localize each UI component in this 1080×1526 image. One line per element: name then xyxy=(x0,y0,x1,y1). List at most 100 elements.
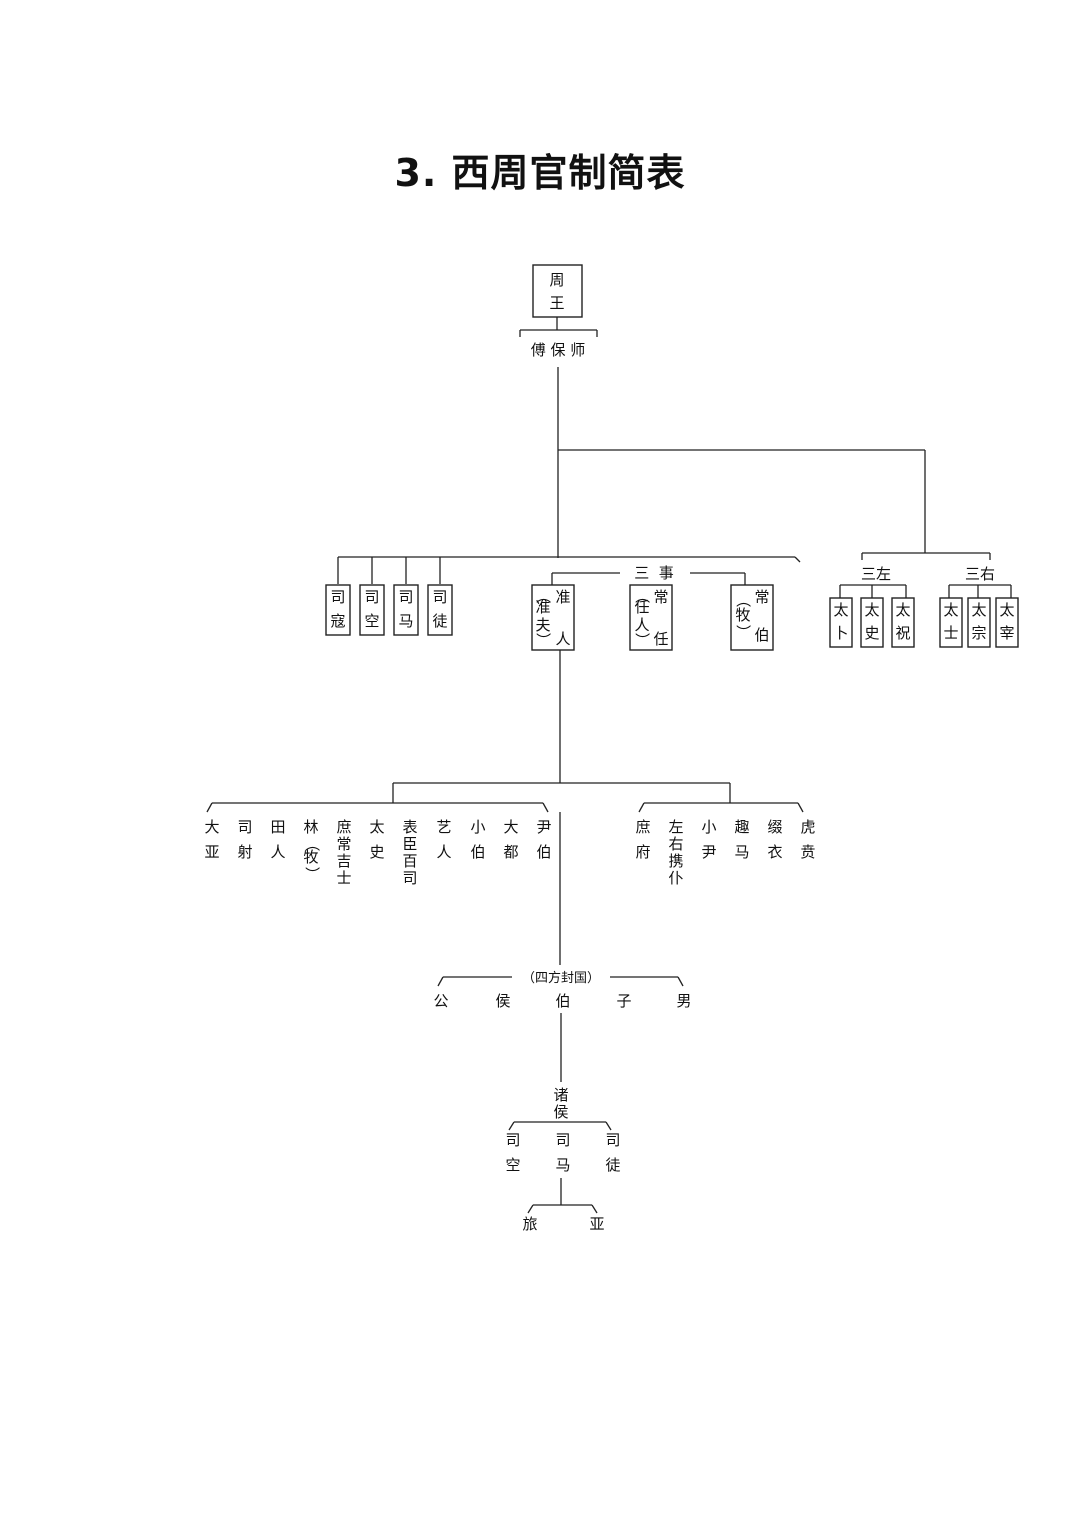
zhunren-char: 人 xyxy=(555,630,570,648)
official-char: 射 xyxy=(237,843,252,861)
official-char: 司 xyxy=(402,869,417,887)
official-char: 太 xyxy=(369,818,384,836)
si-ma-box xyxy=(393,584,419,636)
changren-char: 常 xyxy=(653,588,668,606)
official-char: 牧 xyxy=(303,848,318,866)
official-char: 衣 xyxy=(767,843,782,861)
sanyou-label: 三右 xyxy=(965,565,995,583)
si-kou-char: 寇 xyxy=(330,612,345,630)
si-ma-char: 马 xyxy=(398,612,413,630)
tai-zong-box xyxy=(967,597,991,648)
official-char: 尹 xyxy=(701,843,716,861)
bracket xyxy=(794,556,801,563)
bracket xyxy=(605,1121,612,1131)
bracket xyxy=(797,802,804,813)
official-char: 田 xyxy=(270,818,285,836)
official-char: 仆 xyxy=(668,869,683,887)
official-char: 左 xyxy=(668,818,683,836)
tai-zhu-char: 祝 xyxy=(895,624,910,642)
official-char: 司 xyxy=(237,818,252,836)
si-kong-box xyxy=(359,584,385,636)
si-kong-char: 司 xyxy=(364,588,379,606)
bracket xyxy=(677,976,684,987)
si-tu-char: 徒 xyxy=(432,612,447,630)
official-char: 艺 xyxy=(436,818,451,836)
official-char: 都 xyxy=(503,843,518,861)
official-char: 虎 xyxy=(800,818,815,836)
official-char: 史 xyxy=(369,843,384,861)
changbo-char: 牧 xyxy=(735,606,750,624)
official-char: 大 xyxy=(503,818,518,836)
zhunren-char: 准 xyxy=(555,588,570,606)
official-char: 马 xyxy=(734,843,749,861)
official-char: 士 xyxy=(336,869,351,887)
sanzuo-label: 三左 xyxy=(861,565,891,583)
lv-label: 旅 xyxy=(522,1215,537,1233)
official-char: 尹 xyxy=(536,818,551,836)
right-officials-group: 庶 府 左 右 携 仆 小 尹 趣 马 缀 衣 虎 贲 xyxy=(635,818,815,887)
official-char: 林 xyxy=(303,818,318,836)
tai-shi-box xyxy=(860,597,884,648)
official-char: 携 xyxy=(668,852,683,870)
official-char: 亚 xyxy=(204,843,219,861)
rank-gong: 公 xyxy=(433,992,448,1010)
tai-zong-char: 太 xyxy=(971,601,986,619)
tai-bu-box xyxy=(829,597,853,648)
rank-nan: 男 xyxy=(676,992,691,1010)
rank-hou: 侯 xyxy=(495,992,510,1010)
si-kou-char: 司 xyxy=(330,588,345,606)
official-char: 庶 xyxy=(336,818,351,836)
bracket xyxy=(527,1204,534,1214)
official-char: 常 xyxy=(336,835,351,853)
ya-label: 亚 xyxy=(589,1215,604,1233)
tai-shi2-box xyxy=(939,597,963,648)
official-char: 伯 xyxy=(470,843,485,861)
zhuhou-char: 侯 xyxy=(553,1103,568,1121)
tai-shi-char: 太 xyxy=(864,601,879,619)
official-char: 百 xyxy=(402,852,417,870)
tai-zai-char: 宰 xyxy=(999,624,1014,642)
bracket xyxy=(591,1204,598,1214)
king-char-1: 周 xyxy=(549,271,564,289)
rank-zi: 子 xyxy=(616,992,631,1010)
official-char: 伯 xyxy=(536,843,551,861)
changren-paren: （ xyxy=(633,588,651,603)
official-char: 趣 xyxy=(734,818,749,836)
zhuhou-official-char: 空 xyxy=(505,1156,520,1174)
sifang-label: （四方封国） xyxy=(522,970,600,986)
official-char: 表 xyxy=(402,818,417,836)
king-char-2: 王 xyxy=(549,294,564,312)
changren-char: 任 xyxy=(634,598,649,616)
zhunren-char: 夫 xyxy=(535,616,550,634)
zhunren-box xyxy=(531,584,575,651)
zhuhou-official-char: 司 xyxy=(505,1131,520,1149)
changren-char: 人 xyxy=(634,616,649,634)
bracket xyxy=(638,802,645,813)
tai-shi-char: 史 xyxy=(864,624,879,642)
si-tu-char: 司 xyxy=(432,588,447,606)
changbo-box xyxy=(730,584,774,651)
official-char: 缀 xyxy=(767,818,782,836)
changren-box xyxy=(629,584,673,651)
page-title: 3. 西周官制简表 xyxy=(394,151,686,195)
si-kou-box xyxy=(325,584,351,636)
sanshi-label: 三 事 xyxy=(634,564,674,582)
si-ma-char: 司 xyxy=(398,588,413,606)
changbo-paren: （ xyxy=(734,592,752,607)
zhunren-char: 准 xyxy=(535,598,550,616)
official-char: 小 xyxy=(701,818,716,836)
tai-shi2-char: 太 xyxy=(943,601,958,619)
official-char: 臣 xyxy=(402,835,417,853)
zhuhou-official-char: 司 xyxy=(605,1131,620,1149)
zhuhou-official-char: 徒 xyxy=(605,1156,620,1174)
zhuhou-official-char: 司 xyxy=(555,1131,570,1149)
bracket xyxy=(542,802,549,813)
tai-zhu-box xyxy=(891,597,915,648)
official-paren: （ xyxy=(303,836,321,851)
changren-paren: ） xyxy=(633,632,651,647)
official-char: 庶 xyxy=(635,818,650,836)
advisors-label: 傅 保 师 xyxy=(531,341,586,359)
bracket xyxy=(508,1121,515,1131)
changbo-char: 常 xyxy=(754,588,769,606)
